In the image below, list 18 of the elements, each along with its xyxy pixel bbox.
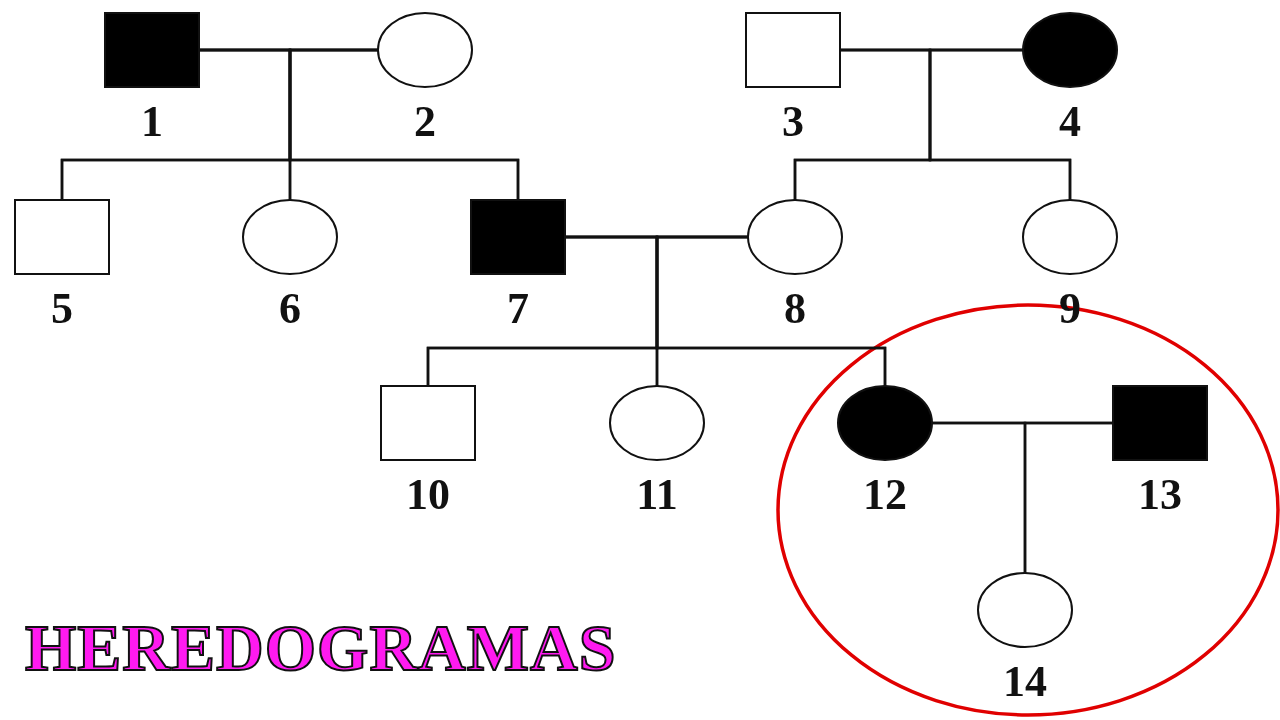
title: HEREDOGRAMAS: [25, 612, 617, 684]
individual-number: 8: [783, 284, 807, 334]
individual-number: 12: [862, 470, 908, 520]
individual-number: 14: [1002, 657, 1048, 707]
individual-number: 7: [506, 284, 530, 334]
individual-number: 4: [1058, 97, 1082, 147]
individual-number: 13: [1137, 470, 1183, 520]
individual-number: 6: [278, 284, 302, 334]
individual-number: 1: [140, 97, 164, 147]
individual-number: 11: [635, 470, 679, 520]
descent-line: [288, 48, 520, 200]
descent-line: [655, 235, 887, 386]
individual-number: 10: [405, 470, 451, 520]
individual-number: 5: [50, 284, 74, 334]
individual-number: 2: [413, 97, 437, 147]
descent-line: [1023, 421, 1113, 573]
descent-line: [928, 48, 1072, 200]
individual-number: 3: [781, 97, 805, 147]
